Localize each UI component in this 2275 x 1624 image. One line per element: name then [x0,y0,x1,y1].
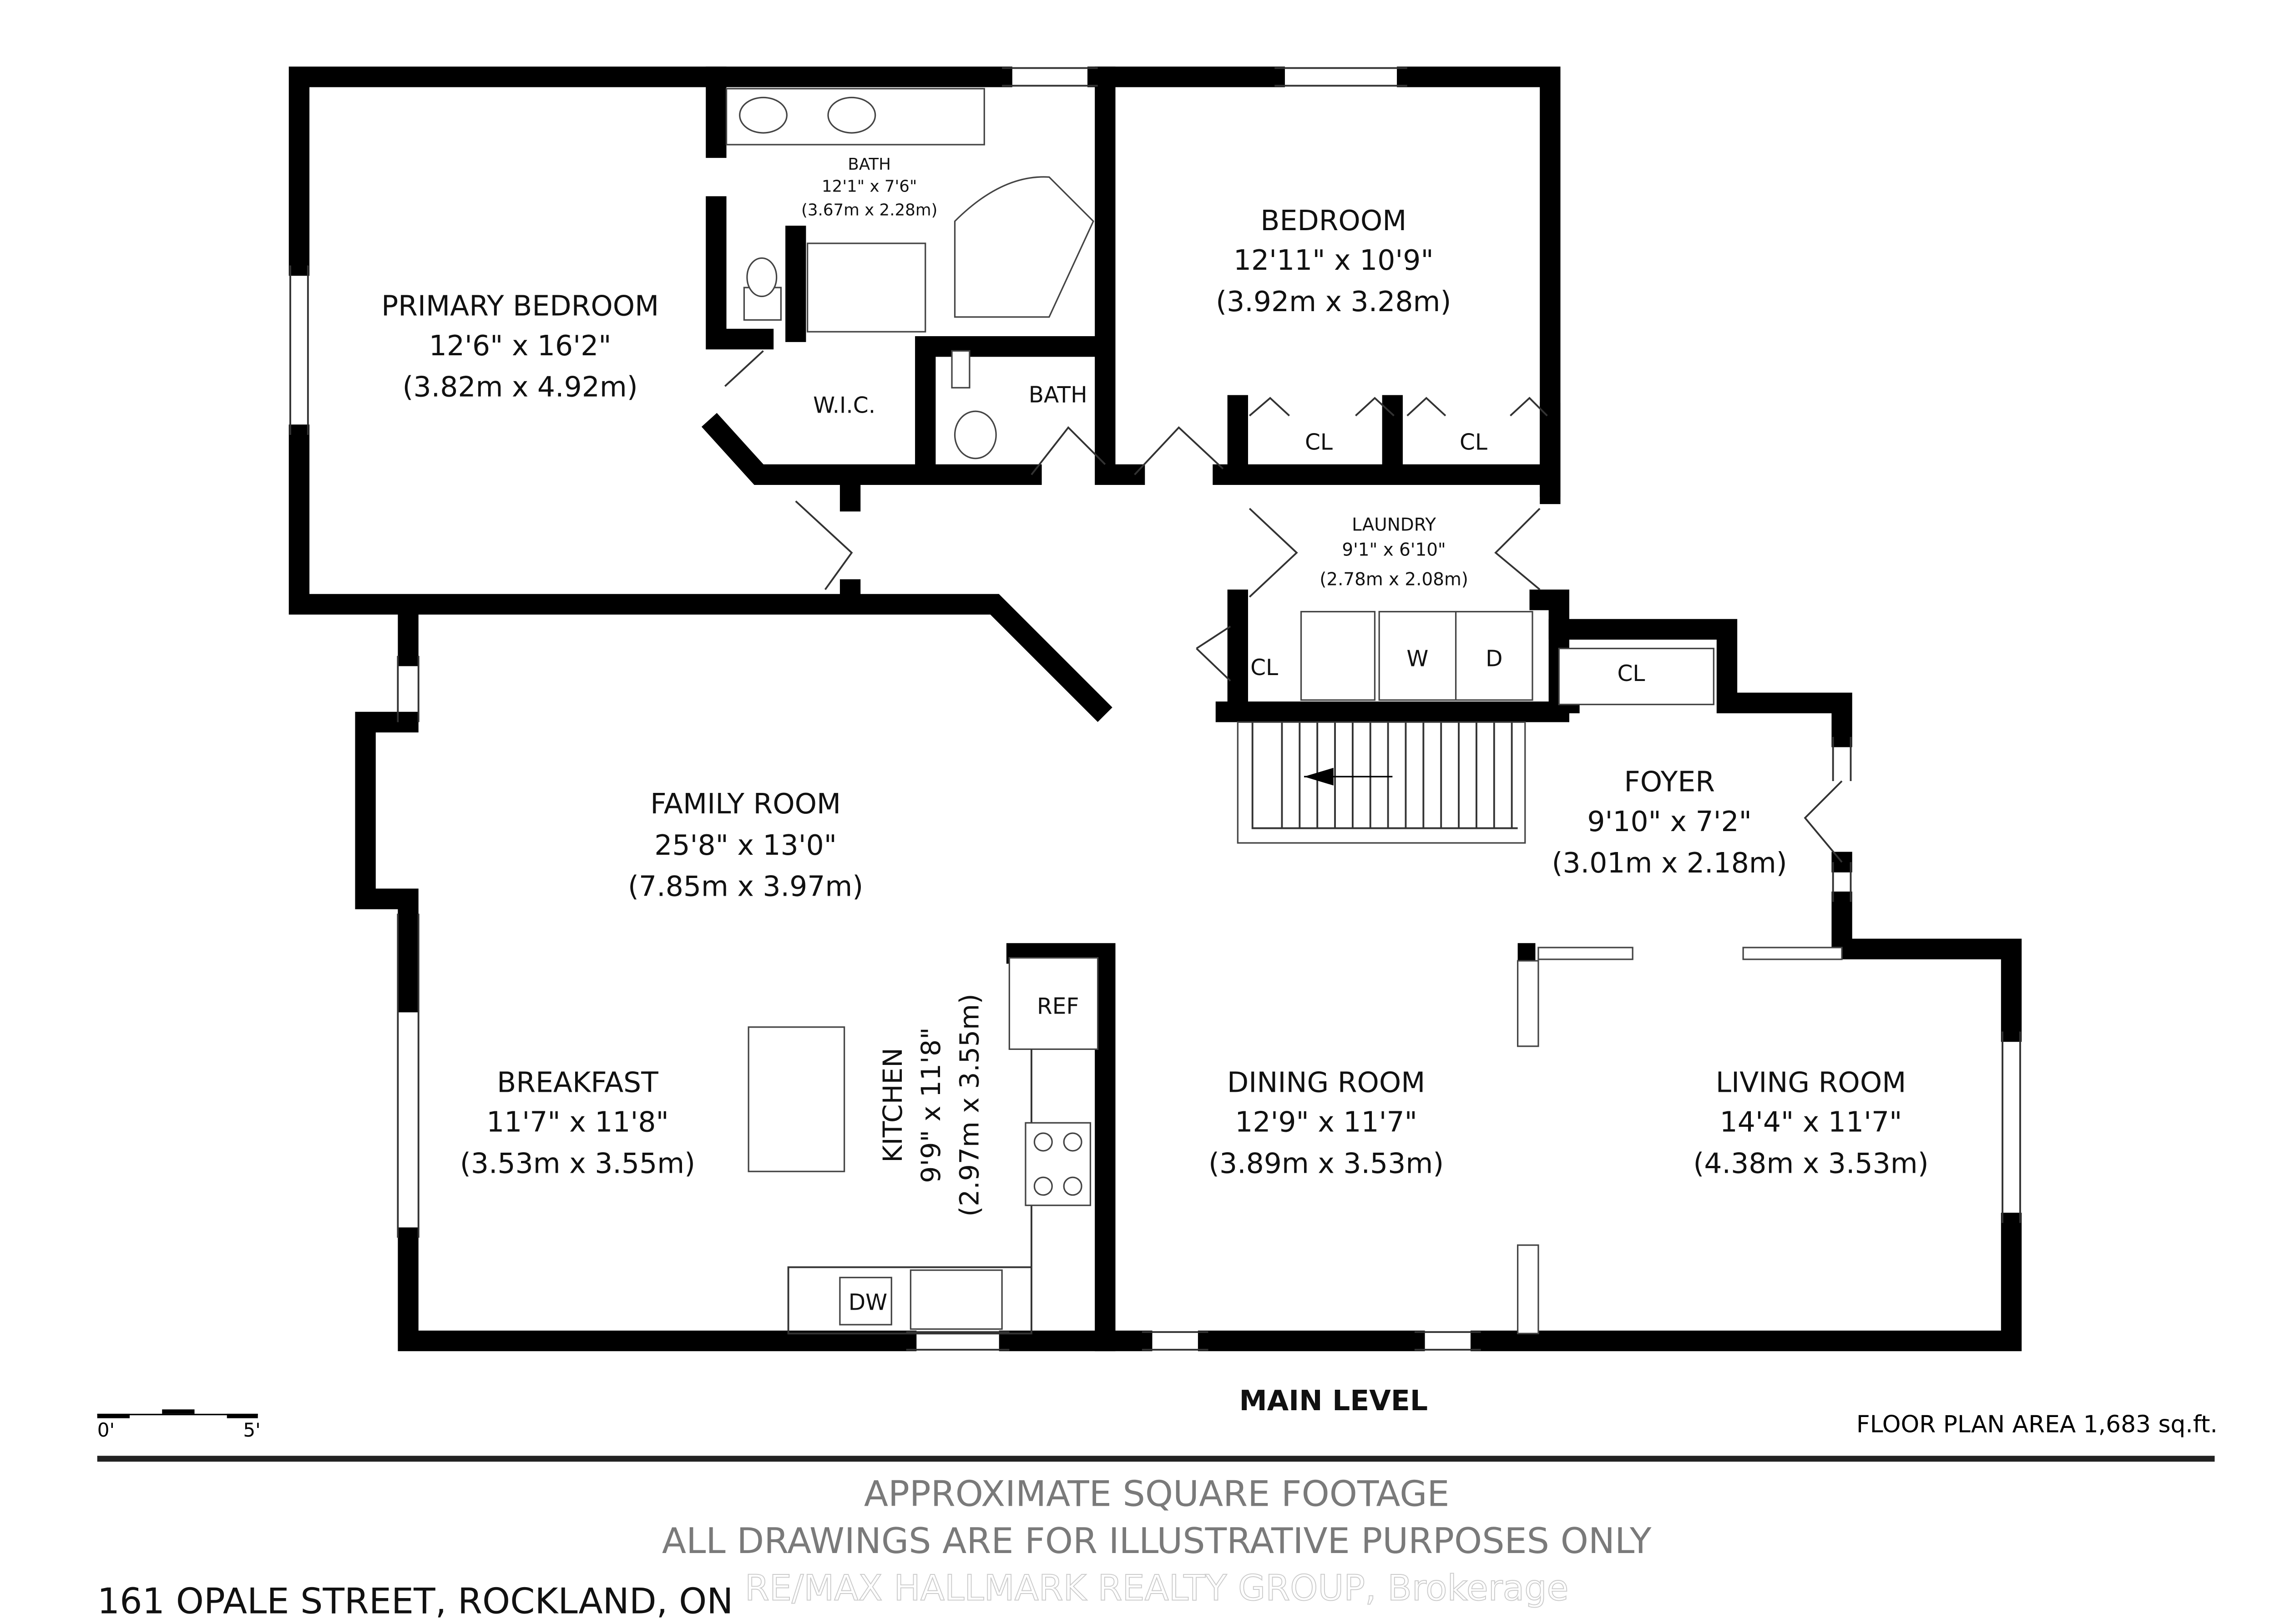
ensuite-bath-metric: (3.67m x 2.28m) [801,201,937,219]
bedroom-metric: (3.92m x 3.28m) [1216,285,1451,318]
washer-label: W [1406,646,1428,671]
closet-label: CL [1460,429,1487,455]
room-labels: PRIMARY BEDROOM 12'6" x 16'2" (3.82m x 4… [381,155,1929,1316]
family-room-metric: (7.85m x 3.97m) [628,870,863,903]
closet-label: CL [1617,661,1645,686]
foyer-name: FOYER [1624,766,1715,798]
primary-bedroom-name: PRIMARY BEDROOM [381,290,659,323]
dining-room-name: DINING ROOM [1227,1066,1426,1099]
kitchen-imperial: 9'9" x 11'8" [915,1027,946,1183]
brokerage-watermark: RE/MAX HALLMARK REALTY GROUP, Brokerage [745,1568,1569,1609]
living-room-name: LIVING ROOM [1716,1066,1906,1099]
scale-end: 5' [243,1419,260,1441]
foyer-imperial: 9'10" x 7'2" [1587,805,1752,838]
disclaimer-line-2: ALL DRAWINGS ARE FOR ILLUSTRATIVE PURPOS… [662,1521,1652,1562]
wic-label: W.I.C. [813,393,875,418]
laundry-imperial: 9'1" x 6'10" [1342,540,1446,560]
fixtures [725,88,1843,1335]
refrigerator-label: REF [1037,994,1079,1019]
bedroom-name: BEDROOM [1260,204,1406,237]
address: 161 OPALE STREET, ROCKLAND, ON [97,1581,733,1622]
bath2-label: BATH [1029,383,1087,408]
ensuite-bath-imperial: 12'1" x 7'6" [822,177,917,196]
laundry-metric: (2.78m x 2.08m) [1320,569,1468,590]
scale-bar: 0' 5' [97,1409,261,1441]
breakfast-imperial: 11'7" x 11'8" [486,1106,669,1139]
family-room-imperial: 25'8" x 13'0" [654,829,837,862]
dining-room-metric: (3.89m x 3.53m) [1208,1147,1444,1180]
laundry-name: LAUNDRY [1352,514,1436,535]
closet-label: CL [1305,429,1333,455]
breakfast-metric: (3.53m x 3.55m) [460,1147,695,1180]
level-title: MAIN LEVEL [1239,1384,1428,1417]
family-room-name: FAMILY ROOM [650,787,841,820]
breakfast-name: BREAKFAST [497,1066,658,1099]
dishwasher-label: DW [849,1290,887,1316]
living-room-metric: (4.38m x 3.53m) [1693,1147,1928,1180]
disclaimer-line-1: APPROXIMATE SQUARE FOOTAGE [864,1473,1450,1514]
windows [289,67,2021,1351]
foyer-metric: (3.01m x 2.18m) [1552,847,1787,879]
kitchen-metric: (2.97m x 3.55m) [954,994,985,1216]
primary-bedroom-imperial: 12'6" x 16'2" [429,329,612,362]
primary-bedroom-metric: (3.82m x 4.92m) [403,371,638,403]
scale-start: 0' [97,1419,115,1441]
dining-room-imperial: 12'9" x 11'7" [1235,1106,1417,1139]
kitchen-name: KITCHEN [877,1048,908,1163]
dryer-label: D [1486,646,1502,671]
floor-plan-area: FLOOR PLAN AREA 1,683 sq.ft. [1856,1411,2218,1438]
living-room-imperial: 14'4" x 11'7" [1720,1106,1902,1139]
divider [97,1456,2215,1462]
door-swings [724,350,1843,863]
closet-label: CL [1250,655,1278,681]
bedroom-imperial: 12'11" x 10'9" [1234,244,1434,277]
ensuite-bath-name: BATH [848,155,891,174]
